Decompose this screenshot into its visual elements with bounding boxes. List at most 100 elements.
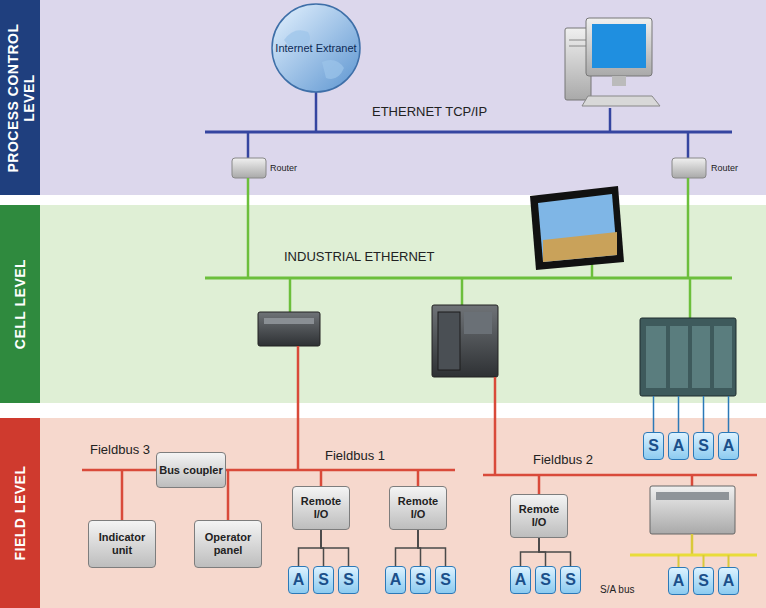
bus-label: S/A bus [600,584,634,595]
device-box: Remote I/O [389,486,447,530]
sensor-actuator-box: S [693,567,714,595]
ethernet-drop [289,278,292,312]
node-text: S [648,437,659,455]
sensor-wire [678,396,680,432]
router-link [247,178,250,278]
node-text: S [440,571,451,589]
io-wire [396,530,419,566]
io-wire [521,538,540,566]
hmi-screen [538,194,617,262]
plc-detail [264,318,314,324]
node-text: A [723,572,735,590]
fieldbus-drop [227,470,230,520]
bus-label: Fieldbus 2 [533,452,593,467]
sensor-actuator-box: S [435,566,456,594]
node-text: Remote I/O [295,495,347,521]
sa-bus-drop [678,555,680,567]
ethernet-drop [609,108,612,132]
device-box: Remote I/O [292,486,350,530]
globe-icon [272,4,360,92]
node-text: A [293,571,305,589]
plc-detail [438,312,460,370]
level-title: CELL LEVEL [12,211,28,397]
hmi-screen-detail [543,232,617,262]
ethernet-drop [315,92,318,132]
computer-stand [612,76,626,86]
node-text: Operator panel [197,531,259,557]
computer-screen [592,24,646,68]
level-title: PROCESS CONTROL LEVEL [4,6,36,189]
computer-detail [569,46,587,47]
network-cloud: Internet Extranet [272,4,360,92]
plc-device [258,312,320,346]
plc-module [646,326,666,388]
sensor-wire [703,396,705,432]
sa-bus-drop [728,555,730,567]
bus-label: INDUSTRIAL ETHERNET [284,249,434,264]
sensor-actuator-box: A [718,432,739,460]
node-text: S [565,571,576,589]
band-ground [0,205,766,403]
computer-monitor [586,18,652,76]
plc-module [714,326,732,388]
node-text: S [698,572,709,590]
ethernet-line [205,131,732,134]
fieldbus-drop [417,470,420,486]
level-band: CELL LEVEL [0,205,766,403]
sensor-actuator-box: A [288,566,309,594]
plc-module [692,326,710,388]
node-text: Indicator unit [91,531,153,557]
sensor-actuator-box: S [643,432,664,460]
sensor-actuator-box: A [385,566,406,594]
level-band: PROCESS CONTROL LEVEL Internet ExtranetRo… [0,0,766,195]
node-text: A [390,571,402,589]
node-text: A [723,437,735,455]
node-text: S [415,571,426,589]
sensor-wire [728,396,730,432]
level-bar [0,205,40,403]
node-text: S [343,571,354,589]
node-text: A [515,571,527,589]
router-icon [672,158,706,178]
device-box: Indicator unit [88,520,156,568]
sensor-actuator-box: S [535,566,556,594]
fieldbus-line [483,474,757,477]
router-link [687,178,690,278]
node-text: S [698,437,709,455]
sensor-actuator-box: A [718,567,739,595]
sa-bus-drop [703,555,705,567]
sensor-actuator-box: S [693,432,714,460]
plc-device [432,305,498,377]
level-bar [0,0,40,195]
ethernet-drop [687,132,690,160]
fieldbus-drop [320,470,323,486]
bus-label: ETHERNET TCP/IP [372,104,487,119]
computer-keyboard [582,96,660,106]
bus-label: Fieldbus 1 [325,448,385,463]
sa-bus-drop [691,534,694,555]
plc-detail [656,492,729,500]
io-wire [418,530,446,566]
sensor-actuator-box: S [313,566,334,594]
node-text: Remote I/O [392,495,444,521]
node-text: Bus coupler [159,464,223,477]
ethernet-drop [689,278,692,318]
node-text: Router [270,163,297,173]
hmi-panel [530,186,624,270]
node-text: A [673,572,685,590]
io-wire [539,538,571,566]
sensor-actuator-box: A [668,567,689,595]
globe-land [284,30,344,79]
device-box: Remote I/O [510,494,568,538]
node-text: Remote I/O [513,503,565,529]
computer-detail [569,40,587,41]
sensor-actuator-box: S [410,566,431,594]
band-ground [0,0,766,195]
node-text: S [540,571,551,589]
sa-bus-line [630,554,757,557]
level-title: FIELD LEVEL [12,424,28,602]
io-wire [321,530,349,566]
plc-detail [464,312,492,334]
